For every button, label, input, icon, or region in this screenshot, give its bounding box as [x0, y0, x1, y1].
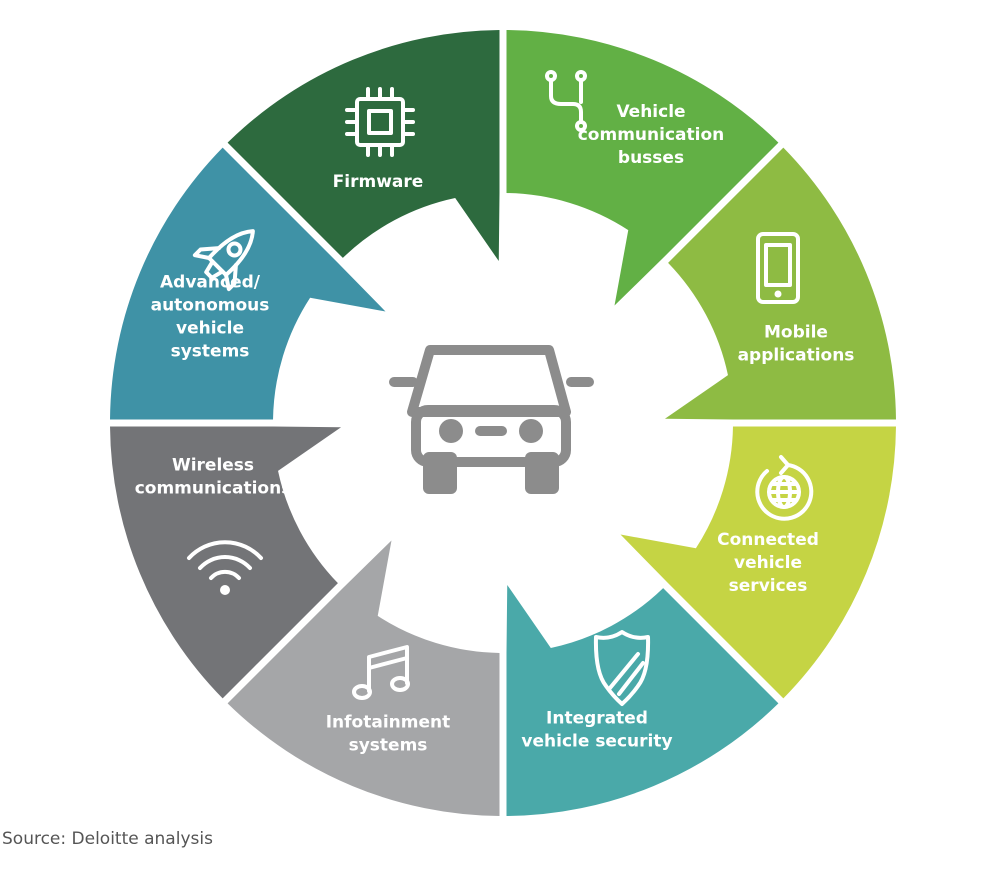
- car-icon: [389, 345, 594, 494]
- security-wheel-diagram: Firmware Vehicle communication bussesMobile…: [110, 30, 896, 816]
- chip-icon: [345, 87, 415, 157]
- label-line: autonomous: [151, 296, 270, 316]
- label-line: systems: [171, 342, 250, 362]
- label-line: communications: [135, 479, 292, 499]
- label-line: vehicle: [176, 319, 244, 339]
- label-line: Firmware: [333, 172, 424, 192]
- label-firmware: Firmware: [333, 172, 424, 192]
- segment-wireless-communications: [110, 426, 342, 699]
- label-line: Integrated: [546, 709, 648, 729]
- label-line: Wireless: [172, 456, 254, 476]
- segment-advanced-autonomous-vehicle-systems: [110, 147, 386, 420]
- label-line: services: [729, 576, 808, 596]
- smartphone-icon: [756, 232, 800, 304]
- music-note-icon: [352, 645, 410, 700]
- globe-refresh-icon: [755, 455, 814, 521]
- label-line: Infotainment: [326, 713, 451, 733]
- label-line: Connected: [717, 530, 819, 550]
- label-infotainment-systems: Infotainment systems: [326, 713, 451, 756]
- label-line: applications: [738, 346, 855, 366]
- label-mobile-applications: Mobile applications: [738, 323, 855, 366]
- label-wireless-communications: Wireless communications: [135, 456, 292, 499]
- rocket-icon: [192, 229, 255, 292]
- label-line: Vehicle: [616, 102, 685, 122]
- segment-vehicle-communication-busses: [506, 30, 779, 306]
- source-note: Source: Deloitte analysis: [2, 829, 213, 849]
- label-advanced-autonomous-vehicle-systems: Advanced/autonomous vehicle systems: [151, 273, 270, 362]
- label-line: vehicle security: [521, 732, 672, 752]
- shield-icon: [593, 630, 651, 706]
- label-line: communication: [578, 125, 725, 145]
- label-line: busses: [618, 148, 684, 168]
- label-line: systems: [349, 736, 428, 756]
- label-integrated-vehicle-security: Integrated vehicle security: [521, 709, 672, 752]
- label-line: Mobile: [764, 323, 828, 343]
- segment-infotainment-systems: [227, 540, 500, 816]
- wifi-icon: [187, 540, 263, 595]
- label-vehicle-communication-busses: Vehicle communication busses: [578, 102, 725, 168]
- label-connected-vehicle-services: Connected vehicle services: [717, 530, 819, 596]
- segment-connected-vehicle-services: [620, 426, 896, 699]
- bus-connector-icon: [545, 70, 587, 132]
- segment-integrated-vehicle-security: [506, 584, 779, 816]
- label-line: vehicle: [734, 553, 802, 573]
- label-line: Advanced/: [160, 273, 261, 293]
